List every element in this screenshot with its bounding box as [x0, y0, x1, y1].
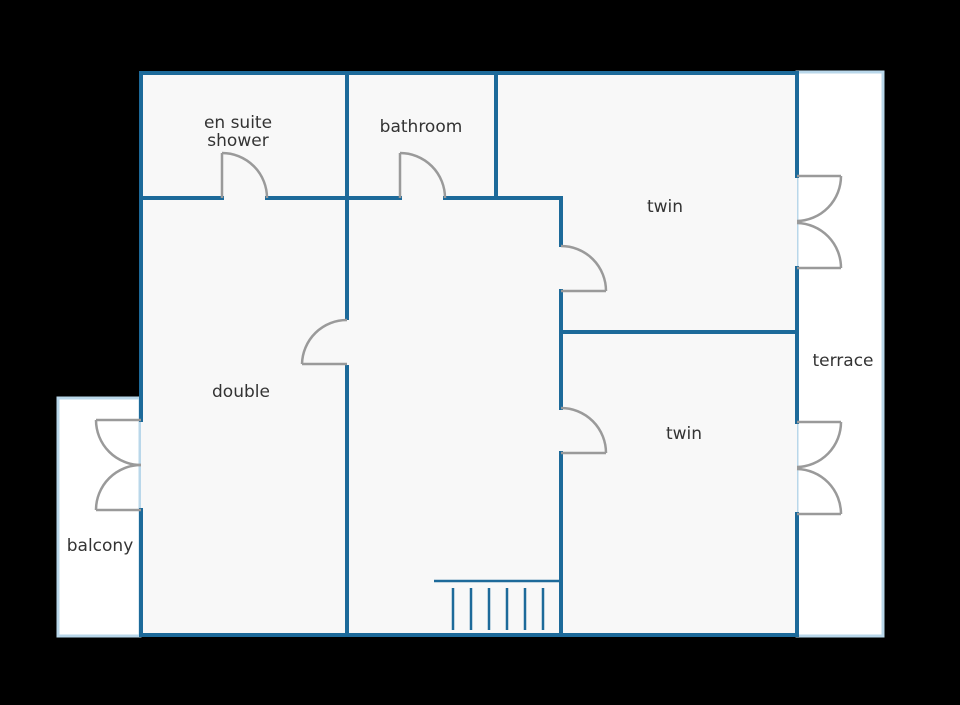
- label-en-suite-shower-line1: en suite: [204, 113, 272, 133]
- label-balcony: balcony: [67, 536, 134, 556]
- door-terrace-lower: [796, 420, 843, 516]
- door-bathroom: [398, 151, 447, 199]
- door-gap-double: [344, 320, 350, 365]
- door-ensuite: [220, 151, 269, 199]
- door-twin-upper: [560, 244, 608, 293]
- door-terrace-upper: [796, 174, 843, 270]
- label-double: double: [212, 382, 270, 402]
- staircase: [434, 579, 561, 630]
- door-balcony: [94, 418, 142, 512]
- doors: [94, 151, 843, 516]
- door-double: [300, 318, 348, 366]
- walls: [139, 71, 799, 637]
- terrace-area: [795, 70, 885, 638]
- label-twin-upper: twin: [647, 197, 683, 217]
- label-en-suite-shower-line2: shower: [207, 131, 268, 151]
- door-twin-lower: [560, 406, 608, 455]
- label-twin-lower: twin: [666, 424, 702, 444]
- label-terrace: terrace: [812, 351, 873, 371]
- label-bathroom: bathroom: [380, 117, 463, 137]
- interior-floor: [141, 73, 797, 635]
